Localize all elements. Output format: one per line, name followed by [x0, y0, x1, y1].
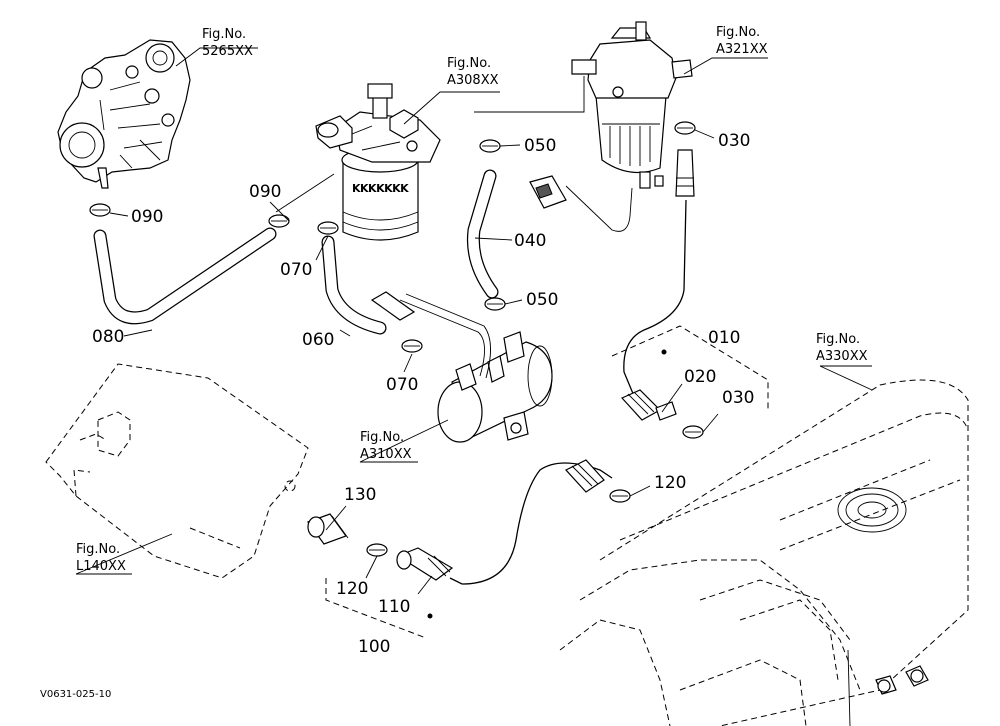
- group-dot-010: [661, 349, 667, 355]
- part-label-070: 070: [280, 260, 312, 280]
- fig-ref-a310: Fig.No. A310XX: [360, 430, 412, 462]
- fig-ref-number: 5265XX: [202, 44, 253, 59]
- injection-pump-drawing: [57, 39, 191, 189]
- union-130: [307, 513, 349, 545]
- water-separator-drawing: [474, 21, 693, 189]
- fig-ref-label: Fig.No.: [447, 56, 491, 71]
- fig-ref-l140: Fig.No. L140XX: [76, 542, 126, 574]
- part-label-080: 080: [92, 327, 124, 347]
- hose-joint-110: [396, 547, 454, 581]
- part-label-060: 060: [302, 330, 334, 350]
- fig-ref-a308: Fig.No. A308XX: [447, 56, 499, 88]
- part-label-050: 050: [524, 136, 556, 156]
- part-label-030: 030: [718, 131, 750, 151]
- fig-ref-number: A308XX: [447, 73, 499, 88]
- clamp-090b: [268, 214, 290, 228]
- part-label-090: 090: [249, 182, 281, 202]
- fuel-filter-drawing: KKKKKKK: [315, 83, 441, 241]
- clamp-120b: [366, 543, 388, 557]
- hose-joint-020: [620, 389, 677, 421]
- fig-ref-label: Fig.No.: [360, 430, 404, 445]
- fuel-sensor-plug: [529, 175, 567, 209]
- clamp-050a: [479, 139, 501, 153]
- fig-ref-number: L140XX: [76, 559, 126, 574]
- hose-040: [466, 169, 499, 299]
- step-plate-drawing: [45, 363, 309, 579]
- part-label-110: 110: [378, 597, 410, 617]
- part-label-050: 050: [526, 290, 558, 310]
- fig-ref-number: A321XX: [716, 42, 768, 57]
- fig-ref-label: Fig.No.: [202, 27, 246, 42]
- clamp-070b: [401, 339, 423, 353]
- clamp-120a: [609, 489, 631, 503]
- group-bracket-010: [611, 325, 769, 410]
- filter-brand-marking: KKKKKKK: [352, 182, 409, 195]
- part-label-090: 090: [131, 207, 163, 227]
- hose-060: [321, 235, 387, 335]
- clamp-090a: [89, 203, 111, 217]
- fig-ref-label: Fig.No.: [716, 25, 760, 40]
- part-label-020: 020: [684, 367, 716, 387]
- leader-lines: [75, 47, 873, 595]
- fig-ref-label: Fig.No.: [816, 332, 860, 347]
- part-label-070: 070: [386, 375, 418, 395]
- clamp-030b: [682, 425, 704, 439]
- fig-ref-number: A330XX: [816, 349, 868, 364]
- clamp-070a: [317, 221, 339, 235]
- part-label-120: 120: [336, 579, 368, 599]
- diagram-code: V0631-025-10: [40, 689, 111, 700]
- part-label-100: 100: [358, 637, 390, 657]
- hose-end-030: [675, 149, 695, 197]
- fig-ref-label: Fig.No.: [76, 542, 120, 557]
- fuel-tank-drawing: [559, 379, 969, 726]
- fig-ref-number: A310XX: [360, 447, 412, 462]
- part-label-040: 040: [514, 231, 546, 251]
- part-label-010: 010: [708, 328, 740, 348]
- electric-fuel-pump-drawing: [370, 291, 553, 443]
- part-label-130: 130: [344, 485, 376, 505]
- group-bracket-100: [325, 578, 427, 639]
- part-label-030: 030: [722, 388, 754, 408]
- hose-080: [93, 227, 277, 325]
- group-dot-100: [427, 613, 433, 619]
- clamp-030a: [674, 121, 696, 135]
- clamp-050b: [484, 297, 506, 311]
- tank-fitting: [565, 459, 605, 493]
- fig-ref-5265: Fig.No. 5265XX: [202, 27, 253, 59]
- part-label-120: 120: [654, 473, 686, 493]
- fig-ref-a330: Fig.No. A330XX: [816, 332, 868, 364]
- fuel-pipe-lines: [449, 185, 687, 585]
- fig-ref-a321: Fig.No. A321XX: [716, 25, 768, 57]
